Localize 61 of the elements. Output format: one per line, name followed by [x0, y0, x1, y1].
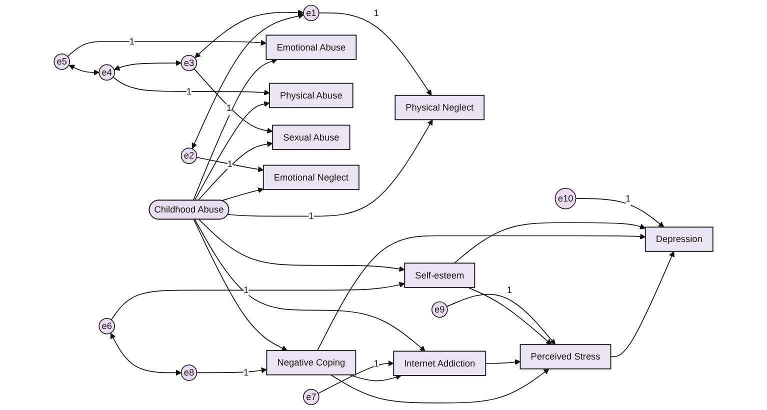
node-box: Emotional Neglect — [262, 164, 360, 190]
arrow — [610, 251, 674, 358]
arrow — [192, 13, 304, 149]
arrow — [110, 282, 405, 320]
node-box: Negative Coping — [266, 350, 356, 376]
node-box: Physical Abuse — [269, 82, 354, 108]
edge-label: 1 — [626, 192, 631, 204]
node-circle: e5 — [54, 54, 70, 70]
arrow — [194, 219, 426, 352]
edge-label: 1 — [374, 7, 379, 18]
node-circle: e3 — [180, 54, 198, 72]
arrow — [318, 360, 394, 394]
edge-label: 1 — [374, 358, 379, 368]
arrow — [221, 187, 264, 202]
arrow — [67, 40, 266, 57]
edge-label: 1 — [186, 86, 192, 96]
arrow — [112, 76, 270, 96]
arrow — [446, 294, 556, 345]
node-circle: e1 — [303, 4, 320, 22]
edge-label: 1 — [244, 367, 249, 378]
node-box: Emotional Abuse — [266, 34, 357, 60]
node-box: Sexual Abuse — [272, 124, 350, 150]
arrow — [485, 359, 521, 365]
node-box: Perceived Stress — [520, 344, 612, 370]
node-circle: e10 — [554, 188, 576, 210]
node-box: Internet Addiction — [393, 350, 486, 376]
arrow — [193, 219, 288, 351]
arrow — [110, 332, 182, 376]
arrow — [454, 222, 646, 264]
edge-label: 1 — [129, 36, 134, 46]
edge-label: 1 — [308, 210, 314, 222]
arrow — [468, 287, 552, 345]
arrow — [228, 119, 433, 217]
edge-label: 1 — [227, 158, 232, 170]
arrow — [192, 58, 278, 201]
node-circle: e7 — [303, 388, 320, 406]
edge-label: 1 — [226, 102, 232, 114]
node-circle: e8 — [180, 364, 198, 381]
arrow — [194, 101, 270, 201]
arrow — [194, 10, 304, 58]
arrow — [330, 368, 550, 404]
arrow — [348, 374, 402, 382]
node-box: Self-esteem — [404, 262, 476, 288]
arrow — [318, 12, 432, 96]
edge-label: 1 — [506, 284, 512, 296]
arrow — [68, 64, 100, 76]
arrow — [114, 60, 182, 70]
arrow — [198, 141, 273, 201]
edge-label: 1 — [244, 284, 249, 296]
node-box: Depression — [644, 226, 714, 252]
node-circle: e2 — [180, 148, 198, 164]
arrow — [196, 367, 267, 374]
arrow — [198, 219, 405, 272]
node-circle: e9 — [431, 301, 448, 318]
arrow — [316, 234, 646, 351]
arrow — [196, 156, 264, 172]
node-box: Physical Neglect — [394, 94, 485, 120]
arrow — [194, 68, 273, 134]
node-circle: e4 — [98, 64, 116, 81]
arrow — [575, 198, 664, 228]
node-circle: e6 — [98, 318, 116, 334]
